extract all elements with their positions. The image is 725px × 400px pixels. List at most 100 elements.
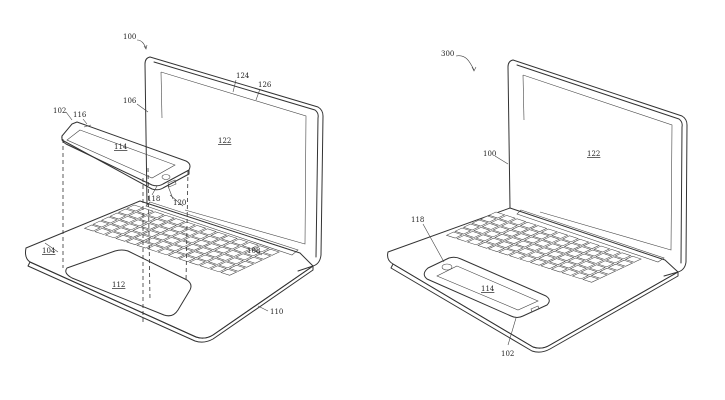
- keyboard-key: [147, 211, 165, 219]
- keyboard-key: [121, 223, 139, 231]
- keyboard-key: [550, 265, 568, 273]
- label-120: 120: [173, 199, 186, 207]
- keyboard-key: [485, 237, 503, 245]
- keyboard-key: [565, 250, 583, 257]
- keyboard-key: [530, 225, 548, 232]
- keyboard-key: [113, 227, 131, 235]
- keyboard-key: [149, 218, 167, 226]
- keyboard-key: [168, 218, 186, 225]
- keyboard-key: [527, 251, 545, 259]
- recess-112: [65, 249, 192, 317]
- keyboard-key: [155, 241, 173, 248]
- figure-left-laptop-with-phone: 100: [25, 33, 324, 343]
- keyboard-key: [125, 238, 143, 245]
- keyboard-key: [517, 248, 535, 255]
- keyboard-key: [466, 238, 484, 246]
- keyboard-left: [83, 204, 280, 276]
- keyboard-key: [142, 230, 160, 237]
- keyboard-key: [233, 246, 251, 253]
- label-106: 106: [123, 97, 137, 105]
- keyboard-key: [561, 269, 579, 276]
- keyboard-key: [523, 236, 541, 244]
- keyboard-key: [521, 229, 539, 236]
- keyboard-key: [111, 220, 129, 227]
- laptop-base: [25, 200, 314, 343]
- keyboard-key: [151, 226, 169, 233]
- keyboard-key: [492, 226, 510, 234]
- keyboard-key: [199, 228, 217, 236]
- keyboard-key: [572, 238, 590, 246]
- keyboard-key: [532, 232, 550, 240]
- keyboard-key: [199, 262, 217, 269]
- keyboard-key: [235, 253, 253, 261]
- keyboard-key: [126, 204, 144, 212]
- keyboard-key: [471, 219, 489, 227]
- keyboard-key: [567, 257, 585, 265]
- keyboard-key: [136, 241, 154, 249]
- keyboard-key: [595, 253, 613, 260]
- keyboard-key: [130, 219, 148, 227]
- keyboard-key: [546, 250, 564, 258]
- keyboard-key: [252, 245, 270, 253]
- keyboard-key: [228, 264, 246, 272]
- keyboard-key: [100, 216, 118, 224]
- keyboard-key: [195, 247, 213, 254]
- keyboard-key: [138, 215, 156, 223]
- keyboard-key: [117, 208, 135, 216]
- keyboard-key: [220, 268, 238, 276]
- keyboard-key: [186, 251, 204, 258]
- keyboard-key: [536, 247, 554, 255]
- keyboard-key: [197, 254, 215, 262]
- ref-arrow-100: [136, 39, 147, 49]
- keyboard-key: [582, 275, 600, 283]
- keyboard-key: [174, 240, 192, 248]
- laptop-lid-right: [507, 59, 688, 277]
- keyboard-key: [123, 230, 141, 238]
- label-124: 124: [236, 72, 250, 80]
- keyboard-key: [551, 232, 569, 239]
- keyboard-key: [207, 258, 225, 265]
- keyboard-key: [209, 265, 227, 273]
- home-button: [161, 174, 171, 180]
- keyboard-key: [167, 251, 185, 259]
- label-112: 112: [112, 281, 125, 289]
- keyboard-key: [624, 255, 642, 263]
- keyboard-key: [614, 252, 632, 260]
- keyboard-key: [576, 253, 594, 261]
- keyboard-key: [456, 235, 474, 242]
- laptop-lid: [144, 56, 324, 272]
- keyboard-key: [193, 239, 211, 247]
- keyboard-key: [205, 250, 223, 258]
- home-button-docked: [441, 263, 453, 271]
- keyboard-key: [582, 242, 600, 249]
- keyboard-key: [538, 254, 556, 262]
- keyboard-key: [515, 240, 533, 248]
- keyboard-key: [165, 244, 183, 252]
- keyboard-key: [553, 239, 571, 247]
- keyboard-key: [226, 257, 244, 265]
- keyboard-key: [477, 241, 495, 249]
- keyboard-key: [115, 234, 133, 242]
- keyboard-key: [557, 254, 575, 261]
- keyboard-key: [109, 212, 127, 220]
- keyboard-key: [544, 243, 562, 251]
- keyboard-key: [588, 264, 606, 272]
- keyboard-key: [498, 215, 516, 222]
- keyboard-key: [597, 260, 615, 268]
- keyboard-key: [241, 242, 259, 249]
- keyboard-key: [203, 243, 221, 250]
- keyboard-key: [490, 219, 508, 226]
- keyboard-key: [481, 223, 499, 230]
- keyboard-key: [119, 216, 137, 223]
- keyboard-key: [254, 252, 272, 260]
- keyboard-key: [513, 233, 531, 240]
- keyboard-key: [140, 222, 158, 230]
- keyboard-key: [214, 246, 232, 254]
- label-126: 126: [258, 81, 272, 89]
- keyboard-key: [569, 265, 587, 272]
- label-122-right: 122: [587, 150, 600, 158]
- keyboard-key: [189, 225, 207, 232]
- keyboard-key: [540, 228, 558, 236]
- keyboard-key: [462, 223, 480, 231]
